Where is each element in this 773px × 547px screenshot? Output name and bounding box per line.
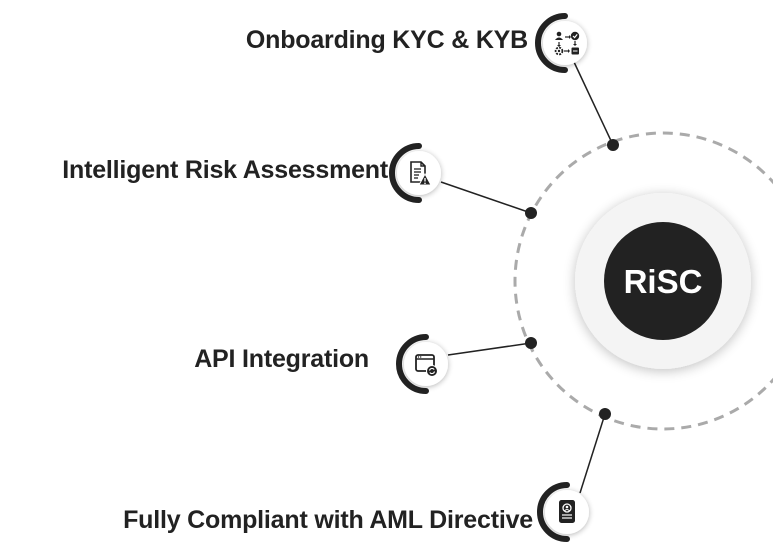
connector-line-api <box>447 342 532 356</box>
orbit-ring <box>513 131 773 431</box>
node-arc <box>396 334 429 394</box>
id-badge-icon <box>559 500 575 523</box>
connector-line-onboarding <box>573 61 614 146</box>
hub-circle <box>604 222 722 340</box>
onboarding-flow-icon <box>554 31 580 56</box>
connector-dot-api <box>525 337 537 349</box>
connector-line-aml <box>579 413 606 494</box>
node-arc <box>537 482 570 542</box>
feature-label-onboarding: Onboarding KYC & KYB <box>245 26 528 54</box>
hub-label: RiSC <box>624 263 703 300</box>
icon-node-onboarding <box>535 13 587 73</box>
risk-document-icon <box>410 161 432 186</box>
icon-node-aml <box>537 482 589 542</box>
connector-dot-onboarding <box>607 139 619 151</box>
connector-line-risk <box>440 181 532 214</box>
icon-node-risk <box>389 143 441 203</box>
feature-label-aml-compliance: Fully Compliant with AML Directive <box>123 506 533 534</box>
node-arc <box>389 143 422 203</box>
icon-node-api <box>396 334 448 394</box>
node-disc <box>543 21 587 65</box>
feature-label-risk-assessment: Intelligent Risk Assessment <box>62 156 388 184</box>
api-window-icon <box>415 354 438 377</box>
connector-dot-aml <box>599 408 611 420</box>
connector-dot-risk <box>525 207 537 219</box>
node-arc <box>535 13 568 73</box>
feature-label-api-integration: API Integration <box>194 345 369 373</box>
